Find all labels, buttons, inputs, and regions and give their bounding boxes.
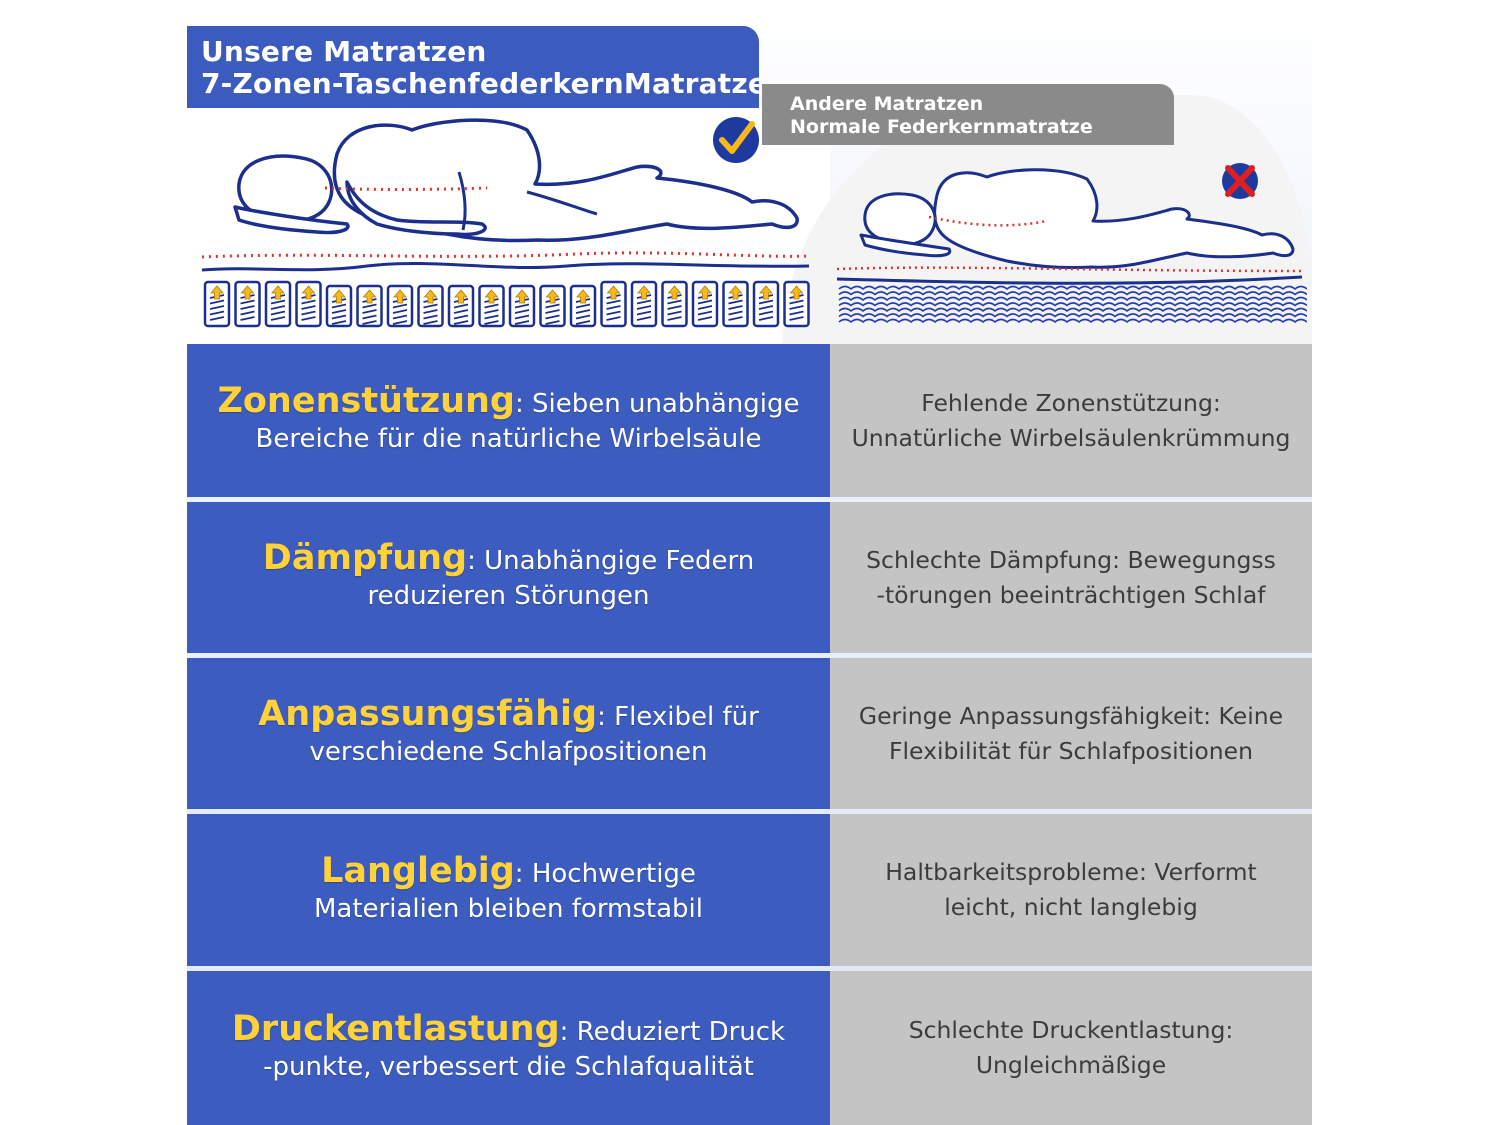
ours-feature-cell: Zonenstützung: Sieben unabhängige Bereic… <box>187 344 830 497</box>
checkmark-icon <box>713 117 759 163</box>
comparison-row-druckentlastung: Druckentlastung: Reduziert Druck -punkte… <box>187 971 1312 1125</box>
pocket-spring <box>325 284 353 328</box>
other-text-line2: leicht, nicht langlebig <box>944 893 1198 921</box>
pocket-spring <box>661 280 688 328</box>
comparison-infographic: Unsere Matratzen 7-Zonen-Taschenfederker… <box>187 0 1312 1125</box>
feature-text-line2: verschiedene Schlafpositionen <box>309 737 708 767</box>
coil-spring-row <box>838 291 1307 296</box>
pocket-spring <box>630 280 658 328</box>
other-text-line2: -törungen beeinträchtigen Schlaf <box>876 580 1266 609</box>
comparison-row-zonenstuetzung: Zonenstützung: Sieben unabhängige Bereic… <box>187 344 1312 497</box>
other-text-line2: Flexibilität für Schlafpositionen <box>889 736 1253 765</box>
feature-keyword: Anpassungsfähig <box>258 694 598 734</box>
x-icon <box>1222 163 1258 199</box>
pocket-spring <box>417 284 444 328</box>
pocket-spring <box>783 280 810 328</box>
coil-spring-row <box>838 302 1307 307</box>
ours-header-title: Unsere Matratzen <box>201 35 487 68</box>
coil-spring-row <box>838 313 1307 318</box>
feature-text: : Flexibel für <box>597 702 759 732</box>
coil-spring-row <box>838 307 1307 313</box>
coil-spring-row <box>838 318 1307 324</box>
other-text-line1: Schlechte Dämpfung: Bewegungss <box>866 545 1276 574</box>
other-feature-cell: Schlechte Dämpfung: Bewegungss -törungen… <box>830 502 1312 653</box>
coil-spring-row <box>838 296 1307 302</box>
other-header-subtitle: Normale Federkernmatratze <box>790 116 1093 138</box>
ours-header: Unsere Matratzen 7-Zonen-Taschenfederker… <box>187 26 767 108</box>
pocket-spring <box>203 280 231 328</box>
feature-text: : Sieben unabhängige <box>514 389 800 419</box>
pocket-spring <box>478 284 505 328</box>
other-text-line1: Schlechte Druckentlastung: <box>908 1016 1234 1044</box>
pocket-spring <box>295 280 322 328</box>
other-header: Andere Matratzen Normale Federkernmatrat… <box>762 84 1174 145</box>
ours-feature-cell: Anpassungsfähig: Flexibel für verschiede… <box>187 658 830 809</box>
pocket-spring <box>386 284 414 328</box>
other-header-title: Andere Matratzen <box>790 93 984 115</box>
other-feature-cell: Geringe Anpassungsfähigkeit: Keine Flexi… <box>830 658 1312 809</box>
feature-keyword: Druckentlastung <box>231 1008 560 1049</box>
pocket-spring <box>539 284 566 328</box>
other-text-line2: Unnatürliche Wirbelsäulenkrümmung <box>851 423 1291 452</box>
feature-text-line2: Materialien bleiben formstabil <box>313 893 704 924</box>
ours-feature-cell: Langlebig: Hochwertige Materialien bleib… <box>187 814 830 966</box>
ours-header-subtitle: 7-Zonen-TaschenfederkernMatratze <box>201 67 768 100</box>
ours-feature-cell: Druckentlastung: Reduziert Druck -punkte… <box>187 971 830 1125</box>
other-text-line2: Ungleichmäßige <box>975 1051 1167 1079</box>
pocket-spring <box>600 280 627 328</box>
sleeping-person-pocket-spring-illustration <box>201 118 810 328</box>
other-feature-cell: Schlechte Druckentlastung: Ungleichmäßig… <box>830 971 1312 1125</box>
other-text-line1: Geringe Anpassungsfähigkeit: Keine <box>858 701 1284 730</box>
feature-text-line2: -punkte, verbessert die Schlafqualität <box>263 1051 754 1082</box>
pocket-spring <box>691 280 719 328</box>
pocket-spring <box>447 284 475 328</box>
pocket-spring <box>752 280 780 328</box>
feature-keyword: Dämpfung <box>262 538 468 578</box>
comparison-row-anpassungsfaehig: Anpassungsfähig: Flexibel für verschiede… <box>187 658 1312 809</box>
comparison-row-daempfung: Dämpfung: Unabhängige Federn reduzieren … <box>187 502 1312 653</box>
other-text-line1: Fehlende Zonenstützung: <box>921 388 1221 417</box>
feature-text: : Unabhängige Federn <box>467 546 755 576</box>
other-feature-cell: Fehlende Zonenstützung: Unnatürliche Wir… <box>830 344 1312 497</box>
feature-text-line2: Bereiche für die natürliche Wirbelsäule <box>255 424 762 454</box>
ours-feature-cell: Dämpfung: Unabhängige Federn reduzieren … <box>187 502 830 653</box>
pocket-spring <box>722 280 749 328</box>
other-feature-cell: Haltbarkeitsprobleme: Verformt leicht, n… <box>830 814 1312 966</box>
pocket-spring <box>234 280 261 328</box>
other-text-line1: Haltbarkeitsprobleme: Verformt <box>885 858 1257 886</box>
pocket-spring <box>356 284 383 328</box>
feature-keyword: Langlebig <box>321 850 515 891</box>
feature-text: : Reduziert Druck <box>559 1016 786 1047</box>
feature-keyword: Zonenstützung <box>217 381 515 421</box>
pocket-spring <box>508 284 536 328</box>
feature-text: : Hochwertige <box>514 858 696 889</box>
comparison-row-langlebig: Langlebig: Hochwertige Materialien bleib… <box>187 814 1312 966</box>
pocket-spring <box>569 284 597 328</box>
feature-text-line2: reduzieren Störungen <box>367 581 650 611</box>
sleeping-person-normal-spring-illustration <box>837 168 1307 324</box>
pocket-spring <box>264 280 292 328</box>
coil-spring-row <box>838 285 1307 291</box>
